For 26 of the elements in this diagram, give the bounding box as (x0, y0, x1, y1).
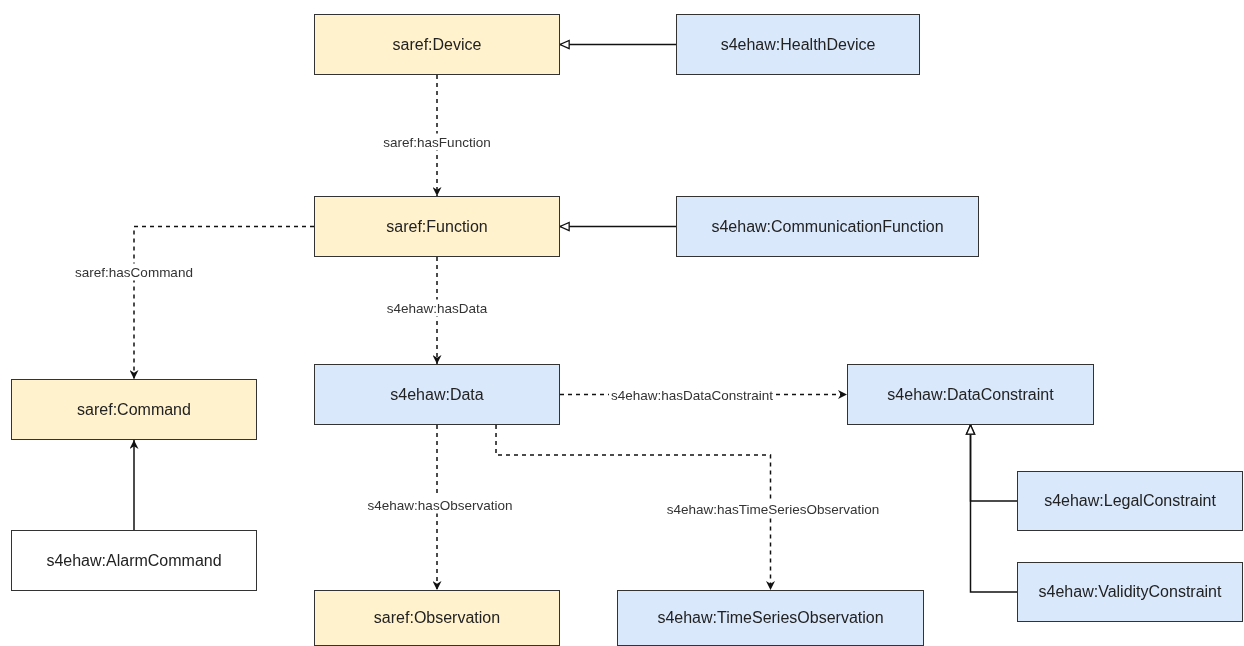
edge-label: saref:hasFunction (381, 133, 493, 151)
class-box: s4ehaw:TimeSeriesObservation (617, 590, 924, 646)
inheritance-arrow (559, 221, 677, 232)
inheritance-arrow (965, 424, 1018, 593)
class-box: s4ehaw:DataConstraint (847, 364, 1094, 425)
class-box: s4ehaw:LegalConstraint (1017, 471, 1243, 531)
edge-label: s4ehaw:hasData (384, 299, 490, 317)
dashed-arrow (432, 256, 442, 365)
edge-label: s4ehaw:hasObservation (365, 496, 515, 514)
arrow (129, 439, 139, 531)
class-box: s4ehaw:CommunicationFunction (676, 196, 979, 257)
inheritance-arrow (559, 39, 677, 50)
dashed-arrow (432, 74, 442, 197)
class-box: s4ehaw:HealthDevice (676, 14, 920, 75)
class-box: saref:Command (11, 379, 257, 440)
class-box: saref:Device (314, 14, 560, 75)
class-box: saref:Observation (314, 590, 560, 646)
class-box: s4ehaw:Data (314, 364, 560, 425)
dashed-arrow (432, 424, 442, 591)
class-box: s4ehaw:AlarmCommand (11, 530, 257, 591)
class-box: saref:Function (314, 196, 560, 257)
dashed-arrow (495, 424, 775, 591)
dashed-arrow (129, 225, 315, 380)
edge-label: saref:hasCommand (73, 263, 195, 281)
class-box: s4ehaw:ValidityConstraint (1017, 562, 1243, 622)
edge-label: s4ehaw:hasTimeSeriesObservation (664, 500, 882, 518)
